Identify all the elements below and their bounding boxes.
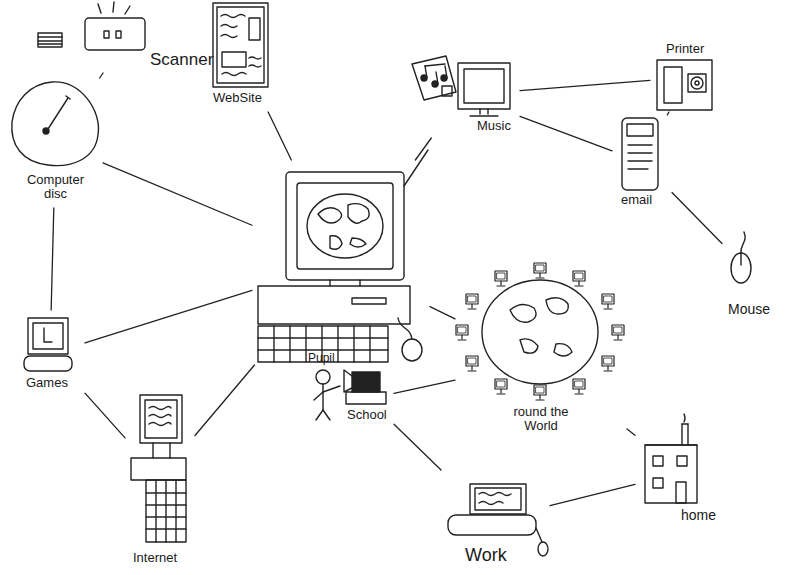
- node-label: WebSite: [213, 91, 262, 105]
- connector-line: [520, 116, 612, 150]
- node-label: Mouse: [728, 302, 770, 317]
- node-label: School: [347, 408, 387, 422]
- node-label: home: [681, 508, 716, 523]
- games-icon: [24, 318, 72, 371]
- central-computer: [258, 150, 428, 362]
- mind-map-node: home: [635, 415, 730, 530]
- music-icon: [412, 56, 510, 116]
- internet-icon: [131, 395, 186, 542]
- mouse-icon: [731, 232, 751, 283]
- node-label: Games: [26, 376, 68, 390]
- mind-map-node: Music: [405, 52, 520, 138]
- connector-line: [550, 484, 635, 505]
- mind-map-node: email: [612, 112, 672, 212]
- mind-map-node: Printer: [650, 40, 725, 115]
- node-label: Printer: [666, 42, 704, 56]
- node-label: Computer disc: [18, 173, 93, 202]
- connector-line: [268, 112, 291, 160]
- connector-line: [85, 290, 252, 343]
- mind-map-node: Internet: [125, 383, 195, 571]
- mind-map-node: Work: [435, 470, 550, 570]
- mind-map-node: [252, 160, 430, 365]
- connector-line: [100, 73, 103, 78]
- node-label: Work: [465, 546, 507, 566]
- connector-line: [195, 365, 255, 436]
- mind-map-node: Mouse: [722, 228, 784, 322]
- connector-line: [394, 424, 441, 470]
- mini-computers: [456, 263, 624, 400]
- website-icon: [213, 3, 268, 87]
- globe-icon: [482, 280, 598, 384]
- connector-line: [667, 112, 669, 115]
- node-label: round the World: [513, 405, 569, 434]
- connector-line: [520, 80, 650, 90]
- mind-map-node: Computer disc: [8, 78, 103, 208]
- connector-line: [430, 307, 455, 319]
- node-label: email: [621, 193, 652, 207]
- figure-label: Pupil: [308, 352, 335, 365]
- mind-map-node: Scanner: [35, 5, 217, 73]
- connector-line: [85, 393, 125, 438]
- mind-map-node: Games: [15, 310, 85, 398]
- connector-line: [415, 138, 431, 160]
- connector-line: [103, 163, 252, 225]
- node-label: Scanner: [150, 51, 213, 70]
- printer-icon: [657, 60, 712, 110]
- mind-map-node: round the World: [455, 258, 627, 465]
- connector-line: [672, 193, 722, 244]
- email-icon: [622, 118, 658, 190]
- mind-map-node: WebSite: [205, 0, 277, 112]
- node-label: Internet: [133, 551, 177, 565]
- connector-line: [51, 208, 54, 310]
- connector-line: [394, 380, 455, 393]
- disc-icon: [12, 82, 99, 166]
- node-label: Music: [477, 119, 511, 133]
- connector-line: [627, 429, 635, 435]
- house-icon: [645, 414, 697, 503]
- scanner-icon: [38, 2, 145, 50]
- mind-map-node: School: [342, 368, 394, 430]
